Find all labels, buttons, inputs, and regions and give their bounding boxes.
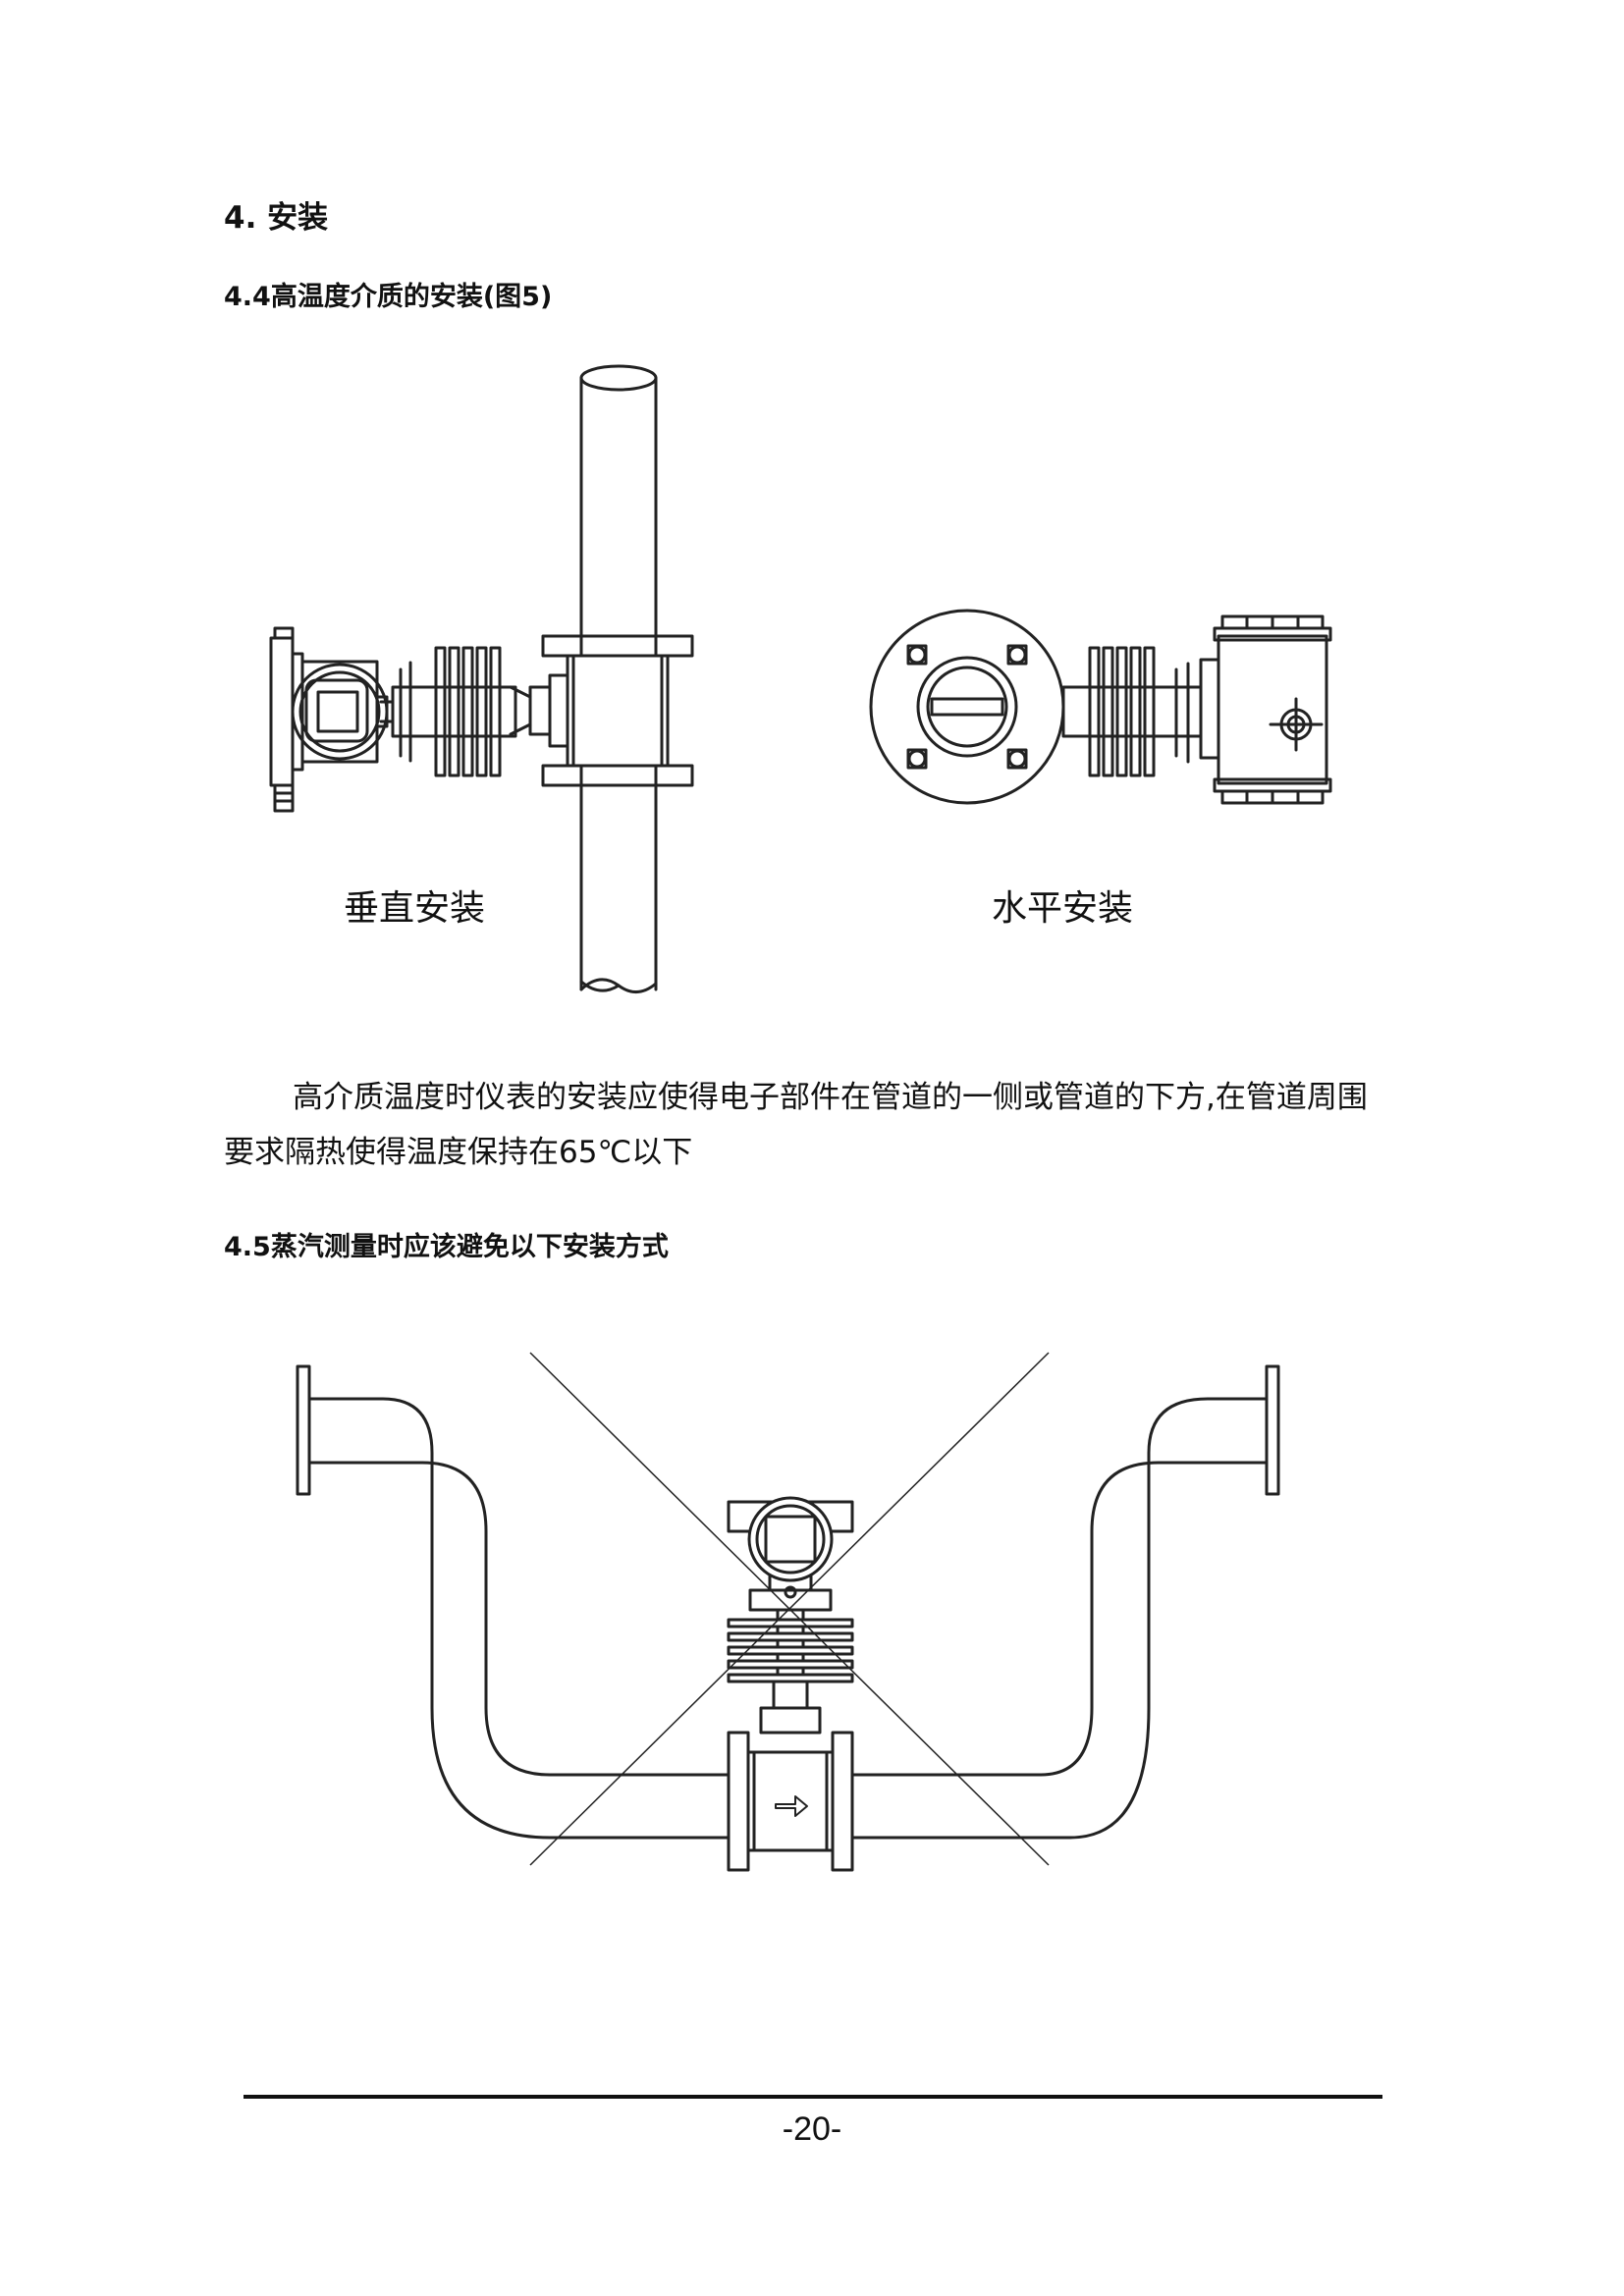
vertical-pipe-drawing: [509, 364, 694, 993]
section-title: 4. 安装: [224, 200, 329, 236]
transmitter-right: [1199, 614, 1332, 805]
caption-vertical-install: 垂直安装: [344, 888, 486, 929]
footer-rule: [244, 2095, 1382, 2099]
u-pipe-drawing: [296, 1364, 1280, 1872]
subsection-4-5-title: 4.5蒸汽测量时应该避免以下安装方式: [224, 1232, 669, 1262]
paragraph-high-temp: 高介质温度时仪表的安装应使得电子部件在管道的一侧或管道的下方,在管道周围要求隔热…: [224, 1080, 1368, 1170]
cooling-fins-left: [379, 646, 517, 777]
caption-horizontal-install: 水平安装: [992, 888, 1134, 929]
cross-out-lines: [529, 1352, 1050, 1866]
page-number: -20-: [782, 2110, 842, 2148]
subsection-4-4-title: 4.4高温度介质的安装(图5): [224, 282, 553, 312]
horizontal-flange-drawing: [869, 609, 1065, 805]
transmitter-left: [269, 626, 389, 813]
